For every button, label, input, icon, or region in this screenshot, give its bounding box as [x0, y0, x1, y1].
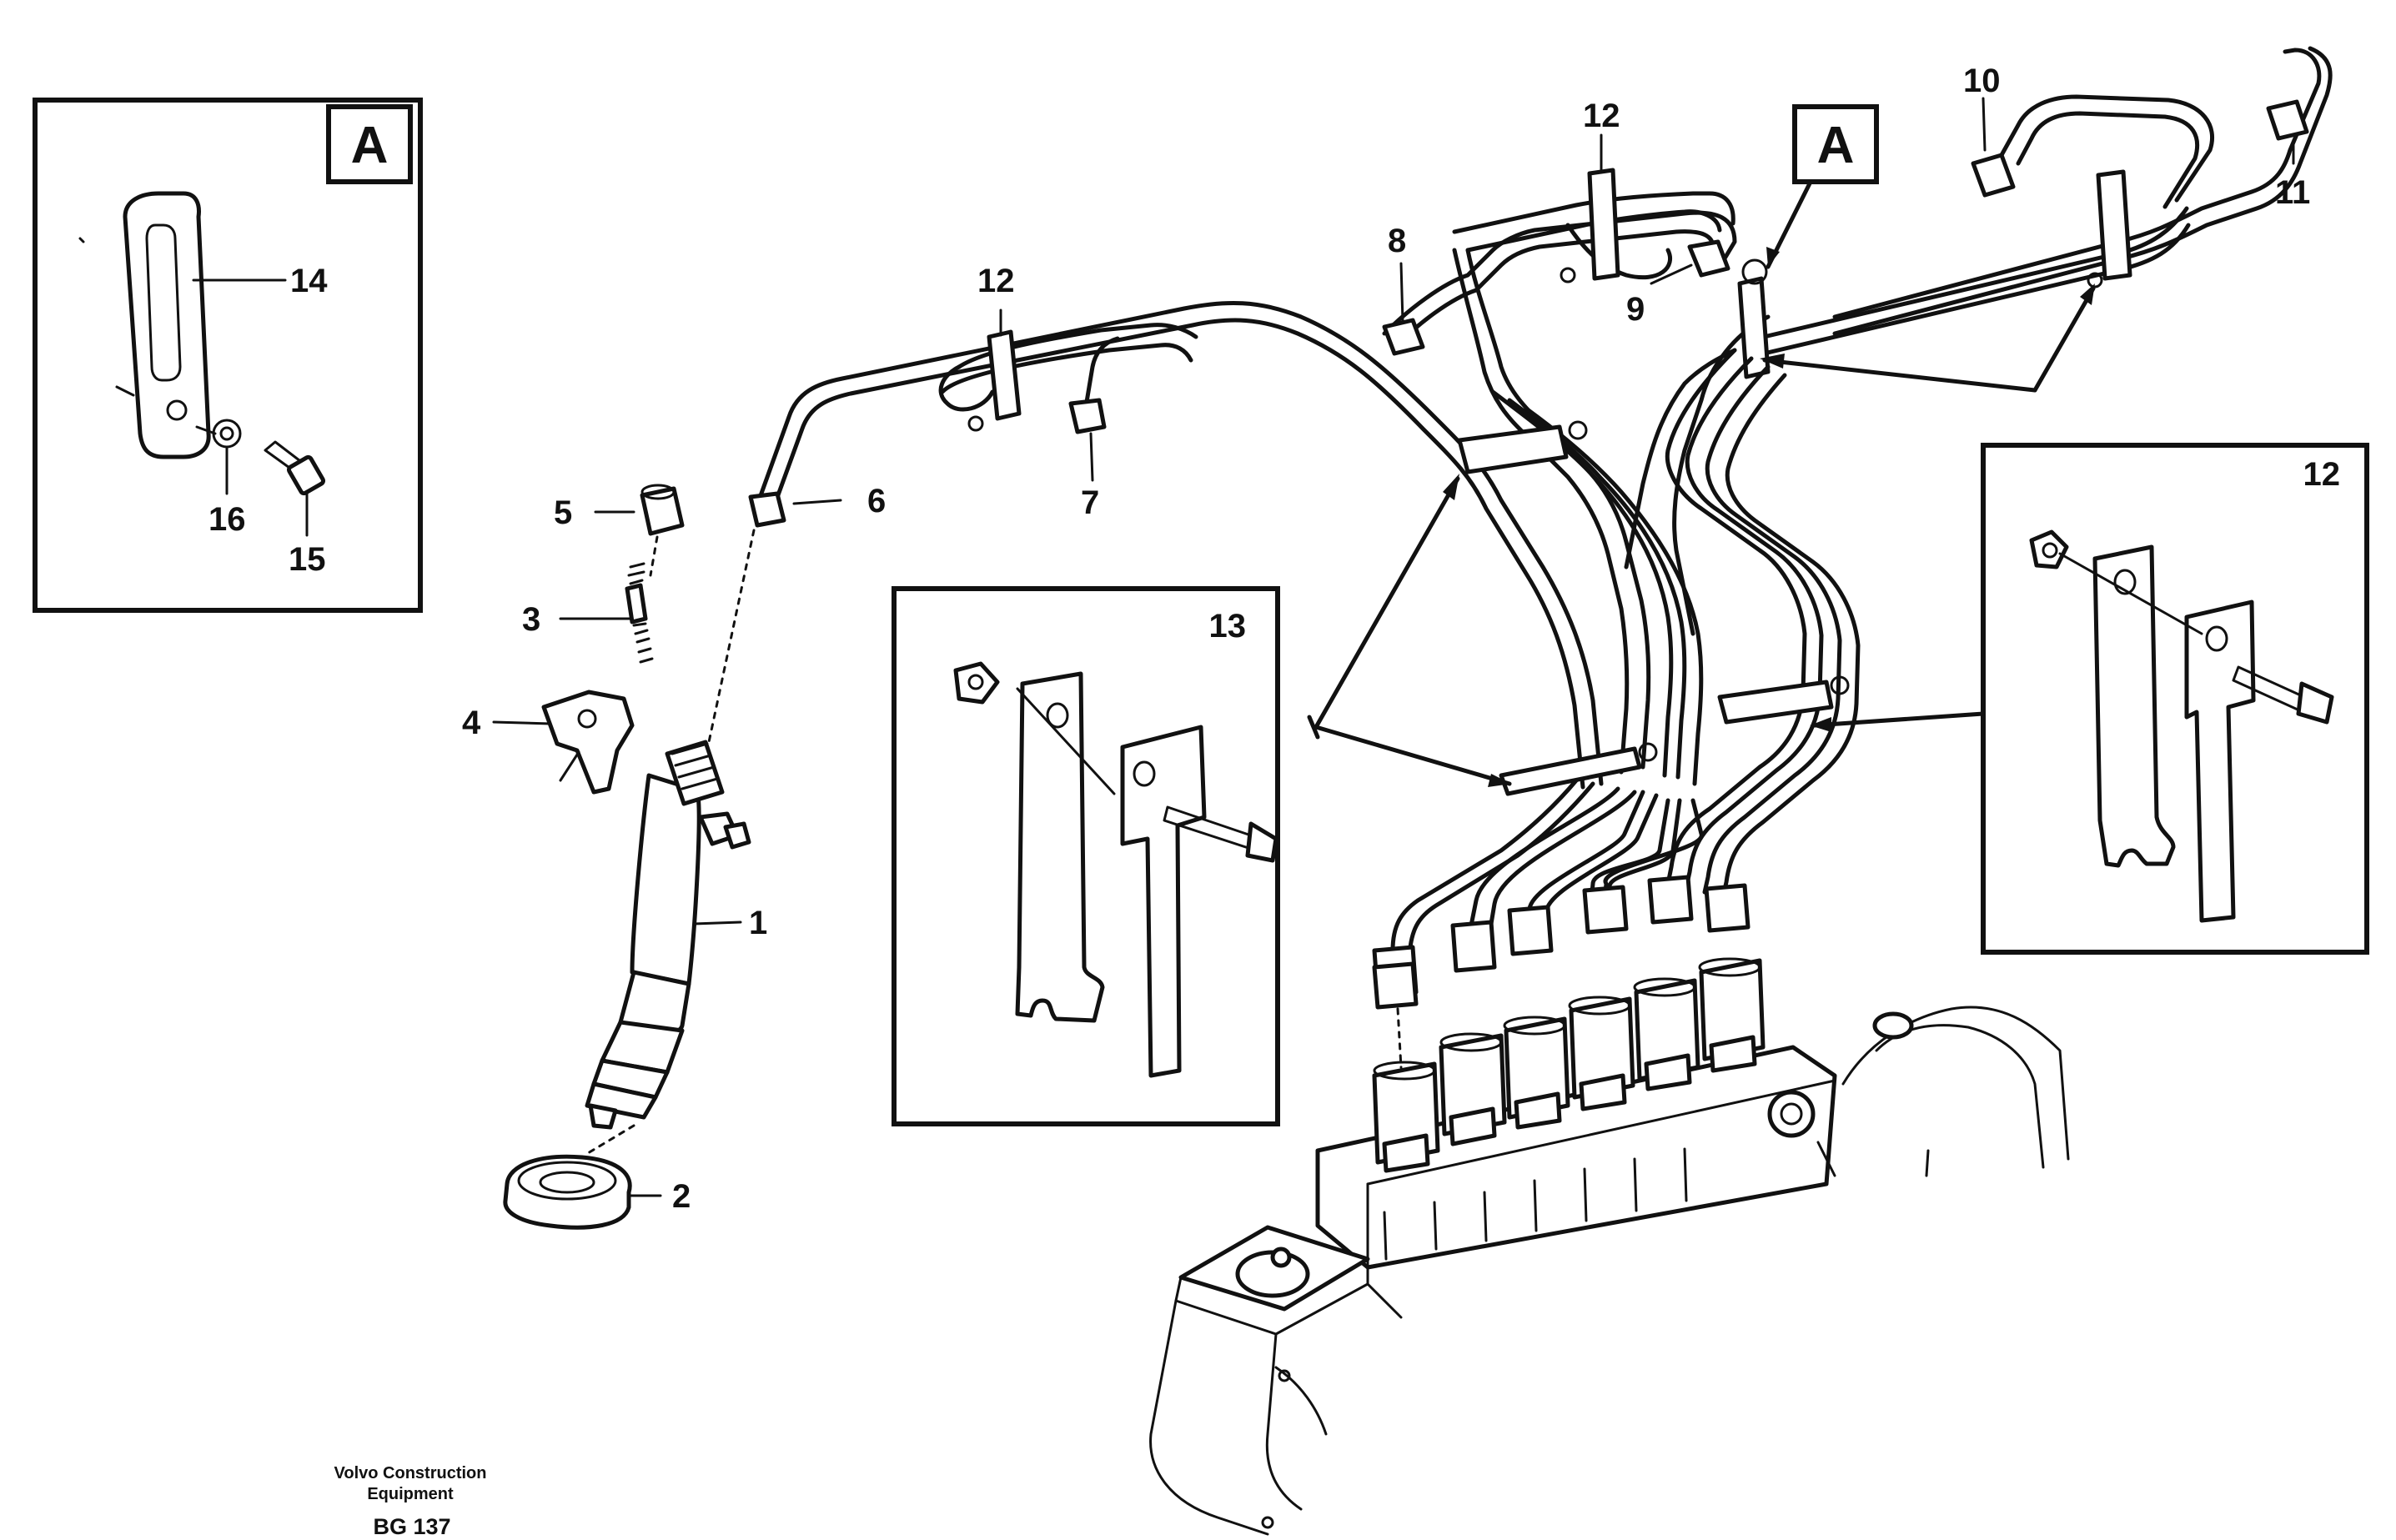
injection-pump — [1149, 957, 2070, 1536]
callout-8: 8 — [1388, 223, 1406, 259]
callout-7: 7 — [1081, 484, 1099, 521]
pipe-clip-upper-13 — [1457, 424, 1569, 474]
callout-15: 15 — [289, 541, 326, 578]
callout-14: 14 — [290, 263, 328, 299]
callout-9: 9 — [1626, 291, 1645, 328]
pipe-clip-middle — [1587, 168, 1620, 281]
pump-barrel-4 — [1568, 996, 1635, 1111]
footer: Volvo Construction Equipment BG 137 — [334, 1464, 487, 1539]
pump-barrel-3 — [1503, 1016, 1570, 1130]
detail-box-12-label: 12 — [2303, 456, 2341, 493]
pump-fitting-5 — [1647, 875, 1694, 925]
nut-part-5 — [640, 486, 685, 536]
connector-part-3 — [625, 583, 648, 625]
detail-box-13: 13 — [892, 586, 1280, 1126]
pipe-clip-right-top — [2096, 169, 2132, 281]
injector-assembly — [503, 484, 756, 1230]
pump-fitting-4 — [1582, 885, 1629, 935]
injection-pipes — [748, 46, 2333, 998]
slotted-bracket-part-14 — [123, 191, 211, 459]
pump-fitting-3 — [1507, 905, 1554, 956]
detail-box-a: A — [33, 98, 423, 613]
callout-12-middle: 12 — [1583, 98, 1620, 134]
pump-fitting-2 — [1450, 920, 1497, 973]
callout-5: 5 — [554, 494, 572, 531]
clamp-part-4 — [541, 690, 635, 795]
callout-12-left: 12 — [977, 263, 1015, 299]
pump-barrel-1 — [1372, 1061, 1440, 1173]
detail-box-a-label: A — [351, 117, 389, 174]
callout-6: 6 — [867, 483, 886, 519]
fitting-part-6 — [748, 491, 786, 528]
pump-barrel-6 — [1698, 957, 1766, 1073]
pump-barrel-5 — [1633, 977, 1700, 1091]
fitting-part-10 — [1971, 153, 2016, 198]
pipe-clip-left — [987, 329, 1022, 421]
footer-code: BG 137 — [373, 1514, 450, 1539]
pump-fitting-top — [1372, 961, 1419, 1010]
detail-box-13-label: 13 — [1209, 608, 1247, 645]
detail-box-12: 12 — [1981, 443, 2369, 955]
callout-4: 4 — [462, 705, 481, 741]
fitting-part-9 — [1687, 239, 1730, 278]
leader-arrows — [1307, 283, 2096, 787]
callout-3: 3 — [522, 601, 540, 638]
callout-numbers: 1 2 3 4 5 6 7 8 9 10 11 12 12 14 15 16 — [208, 63, 2310, 1215]
bolt-part-15 — [264, 440, 326, 496]
callout-11: 11 — [2275, 174, 2310, 211]
fitting-part-7 — [1068, 398, 1107, 434]
fitting-part-11 — [2266, 99, 2309, 141]
callout-2: 2 — [672, 1178, 691, 1215]
injector-body-part-1 — [630, 773, 701, 986]
pipe-reference-a-label: A — [1817, 117, 1855, 174]
pump-fitting-6 — [1704, 883, 1751, 933]
seal-washer-part-2 — [503, 1154, 632, 1230]
callout-1: 1 — [749, 905, 767, 941]
footer-company-line1: Volvo Construction — [334, 1464, 487, 1482]
pipe-clip-near-a — [1737, 276, 1771, 379]
callout-10: 10 — [1963, 63, 2001, 99]
pipe-reference-a: A — [1766, 104, 1879, 269]
footer-company-line2: Equipment — [367, 1485, 454, 1503]
pump-barrel-2 — [1439, 1032, 1507, 1146]
pipe-clip-right-lower — [1717, 680, 1834, 725]
callout-16: 16 — [208, 501, 246, 538]
callout-leaders — [492, 97, 2295, 1197]
